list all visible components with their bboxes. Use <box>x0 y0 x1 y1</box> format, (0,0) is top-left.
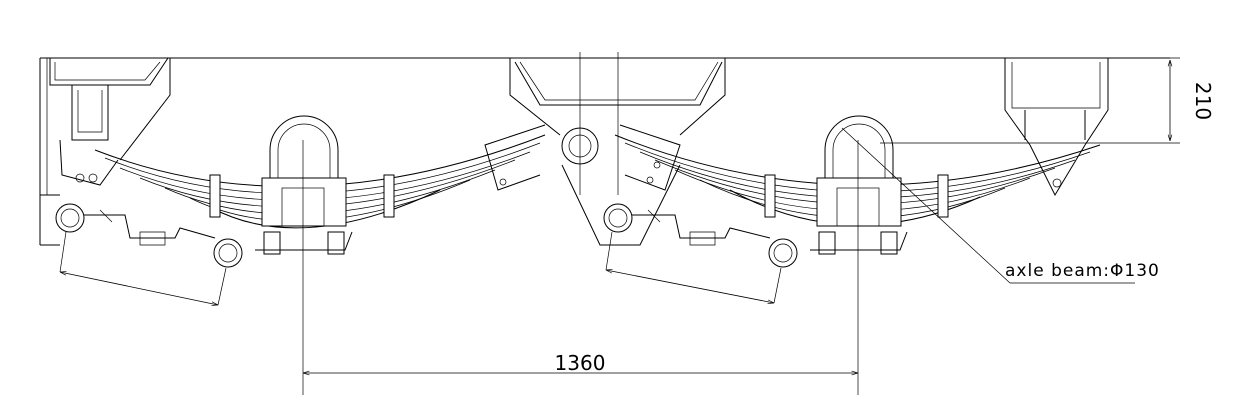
frame-height-label: 210 <box>1191 82 1215 120</box>
chassis-frame <box>39 57 1170 246</box>
frame-height-dimension: 210 <box>880 57 1215 144</box>
axle-spacing-label: 1360 <box>555 351 606 375</box>
axle-beam-callout: axle beam:Φ130 <box>841 127 1160 284</box>
rear-torque-rod <box>603 203 798 268</box>
front-axle-seat <box>209 115 395 255</box>
rear-axle-seat <box>764 115 949 255</box>
front-hanger-bracket <box>49 57 171 186</box>
axle-spacing-dimension: 1360 <box>303 351 858 375</box>
rod-length-dimensions <box>60 231 782 305</box>
center-lines <box>302 52 859 395</box>
axle-beam-label: axle beam:Φ130 <box>1005 261 1160 281</box>
rear-hanger-bracket <box>1004 58 1109 197</box>
front-torque-rod <box>55 203 243 268</box>
